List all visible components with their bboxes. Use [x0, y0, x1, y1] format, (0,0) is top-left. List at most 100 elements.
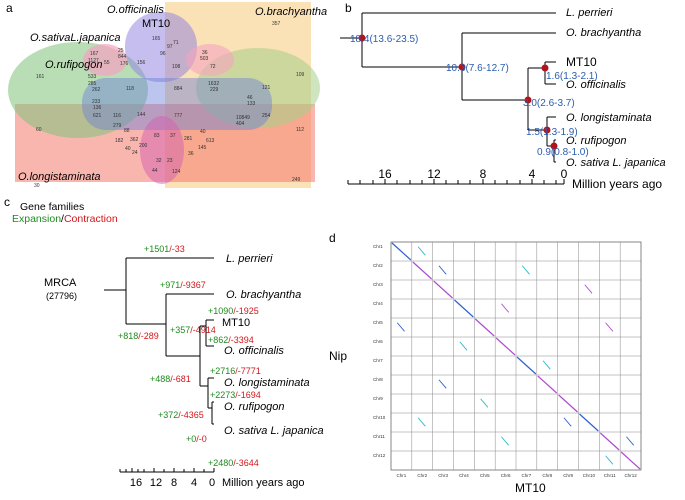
- synteny-segment: [417, 417, 426, 427]
- synteny-segment: [605, 455, 614, 465]
- venn-count: 32: [156, 158, 162, 164]
- axis-tick: 4: [529, 167, 536, 181]
- chr-label: Chr6: [373, 339, 383, 344]
- synteny-segment: [626, 436, 635, 446]
- venn-count: 108: [172, 64, 181, 70]
- taxon-label: L. perrieri: [226, 253, 273, 265]
- mrca-count: (27796): [46, 291, 77, 301]
- node-dot: [358, 34, 366, 42]
- venn-diagram: a O.officinalis MT10 O.brachyantha O.sat…: [6, 1, 327, 189]
- node-labels: 18.4(13.6-23.5) 10.3(7.6-12.7) 1.6(1.3-2…: [350, 34, 598, 158]
- change-label: +818/-289: [118, 331, 159, 341]
- taxa-labels-c: L. perrieri O. brachyantha MT10 O. offic…: [222, 253, 324, 437]
- venn-count: 60: [36, 127, 42, 133]
- venn-count: 109: [296, 72, 305, 78]
- chr-label: Chr9: [563, 473, 573, 478]
- synteny-segment: [542, 360, 551, 370]
- venn-count: 24: [132, 150, 138, 156]
- node-label: 0.9(0.8-1.0): [537, 147, 589, 158]
- synteny-diagonal: [391, 242, 412, 261]
- node-label: 10.3(7.6-12.7): [446, 63, 509, 74]
- gene-family-tree: c Gene families Expansion/Contraction MR…: [4, 195, 324, 489]
- axis-tick: 16: [130, 477, 142, 489]
- chr-label: Chr10: [373, 415, 386, 420]
- taxon-label: O. brachyantha: [566, 27, 641, 39]
- venn-count: 200: [139, 143, 148, 149]
- venn-count: 176: [120, 61, 129, 67]
- synteny-segment: [501, 436, 510, 446]
- venn-count: 254: [262, 113, 271, 119]
- synteny-segment: [563, 417, 572, 427]
- time-axis: 16 12 8 4 0 Million years ago: [347, 167, 662, 191]
- legend-title: Gene families: [20, 201, 84, 213]
- venn-count: 281: [184, 136, 193, 142]
- venn-count: 145: [198, 145, 207, 151]
- venn-count: 40: [125, 146, 131, 152]
- venn-count: 182: [115, 138, 124, 144]
- chr-label: Chr5: [373, 320, 383, 325]
- dotplot-marks: [391, 242, 641, 470]
- synteny-segment: [480, 398, 489, 408]
- taxon-label: O. longistaminata: [566, 112, 652, 124]
- venn-count: 1632: [208, 81, 219, 87]
- legend-expansion: Expansion: [12, 213, 61, 225]
- synteny-diagonal: [474, 318, 495, 337]
- legend-contraction: Contraction: [64, 213, 118, 225]
- taxon-label: MT10: [566, 55, 597, 69]
- venn-count: 279: [113, 123, 122, 129]
- venn-count: 40: [200, 129, 206, 135]
- panel-a: a O.officinalis MT10 O.brachyantha O.sat…: [0, 0, 345, 190]
- change-label: +357/-4914: [170, 325, 216, 335]
- change-label: +971/-9367: [160, 280, 206, 290]
- venn-counts: 357 165 71 167 1127 25 844 55 176 156 96…: [34, 21, 305, 189]
- chr-label: Chr11: [373, 434, 385, 439]
- venn-count: 777: [174, 113, 183, 119]
- venn-count: 884: [174, 86, 183, 92]
- taxon-label: O. rufipogon: [224, 401, 285, 413]
- tree-branches-c: [104, 257, 214, 425]
- node-dot: [550, 142, 558, 150]
- label-mt10: MT10: [142, 18, 170, 30]
- synteny-segment: [605, 322, 614, 332]
- taxon-label: O. sativa L. japanica: [224, 425, 324, 437]
- node-dot: [524, 96, 532, 104]
- label-brachyantha: O.brachyantha: [255, 6, 327, 18]
- synteny-diagonal: [495, 337, 516, 356]
- synteny-diagonal: [516, 356, 537, 375]
- venn-count: 133: [247, 101, 256, 107]
- label-sativa: O.sativaL.japanica: [30, 32, 121, 44]
- taxon-label: O. longistaminata: [224, 377, 310, 389]
- venn-count: 229: [210, 87, 219, 93]
- synteny-segment: [438, 379, 447, 389]
- synteny-segment: [501, 303, 510, 313]
- taxon-label: O. sativa L. japanica: [566, 157, 666, 169]
- venn-sativa-small: [83, 44, 127, 76]
- change-label: +2273/-1694: [210, 390, 261, 400]
- chr-label: Chr8: [373, 377, 383, 382]
- venn-count: 144: [137, 112, 146, 118]
- chr-label: Chr4: [459, 473, 469, 478]
- axis-tick: 0: [209, 477, 215, 489]
- venn-count: 844: [118, 54, 127, 60]
- synteny-diagonal: [579, 413, 599, 432]
- synteny-diagonal: [537, 375, 558, 394]
- synteny-diagonal: [454, 299, 474, 318]
- venn-count: 30: [34, 183, 40, 189]
- axis-tick: 8: [171, 477, 177, 489]
- synteny-diagonal: [412, 261, 433, 280]
- venn-count: 96: [160, 51, 166, 57]
- chr-label: Chr1: [397, 473, 407, 478]
- axis-tick: 4: [191, 477, 197, 489]
- venn-count: 25: [118, 48, 124, 54]
- venn-count: 249: [292, 177, 301, 183]
- axis-label: Million years ago: [222, 477, 305, 489]
- change-label: +2716/-7771: [210, 366, 261, 376]
- change-labels: +1501/-33 +971/-9367 +1090/-1925 +357/-4…: [118, 244, 261, 468]
- chr-label: Chr7: [373, 358, 383, 363]
- change-label: +372/-4365: [158, 410, 204, 420]
- x-axis-label: MT10: [515, 481, 546, 495]
- venn-count: 533: [88, 74, 97, 80]
- venn-sativa: [82, 78, 272, 130]
